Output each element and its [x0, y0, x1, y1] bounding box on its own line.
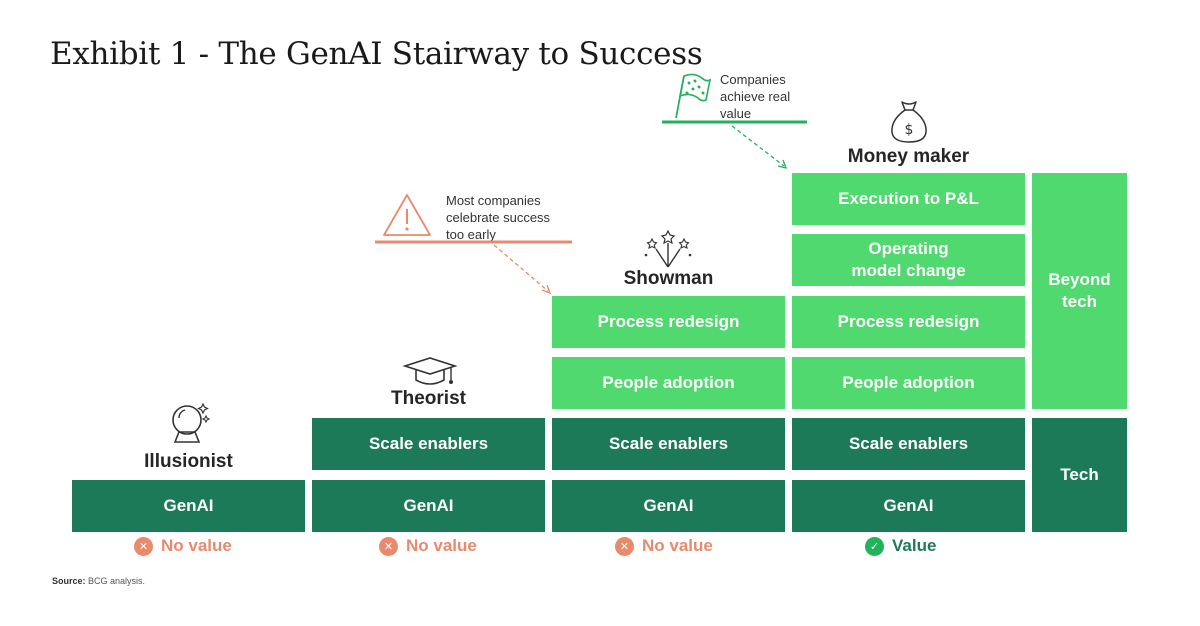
crystal-ball-icon — [172, 402, 211, 443]
status-text: Value — [892, 536, 937, 555]
block-people-adoption-4: People adoption — [792, 357, 1025, 409]
status-showman: ✕ No value — [615, 536, 713, 556]
stage-label-money-maker: Money maker — [847, 146, 970, 167]
money-bag-icon: $ — [891, 101, 927, 143]
block-people-adoption-3: People adoption — [552, 357, 785, 409]
warning-annotation-text: Most companies celebrate success too ear… — [446, 193, 551, 242]
block-scale-enablers-3: Scale enablers — [552, 418, 785, 470]
exhibit-title: Exhibit 1 - The GenAI Stairway to Succes… — [50, 36, 703, 72]
status-text: No value — [642, 536, 713, 555]
graduation-cap-icon — [402, 357, 458, 385]
block-scale-enablers-2: Scale enablers — [312, 418, 545, 470]
stage-label-showman: Showman — [623, 268, 714, 289]
block-process-redesign-3: Process redesign — [552, 296, 785, 348]
status-text: No value — [406, 536, 477, 555]
side-beyond-tech: Beyond tech — [1032, 173, 1127, 409]
fireworks-icon — [644, 229, 692, 268]
stage-label-illusionist: Illusionist — [144, 451, 233, 472]
status-text: No value — [161, 536, 232, 555]
flag-arrow — [731, 125, 788, 169]
warning-triangle-icon — [383, 194, 431, 236]
flag-annotation-text: Companies achieve real value — [720, 72, 791, 121]
block-scale-enablers-4: Scale enablers — [792, 418, 1025, 470]
checkered-flag-icon — [675, 73, 712, 119]
status-theorist: ✕ No value — [379, 536, 477, 556]
x-circle-icon: ✕ — [615, 536, 634, 556]
source-label: Source: — [52, 576, 86, 586]
block-genai-2: GenAI — [312, 480, 545, 532]
block-operating-model-4: Operating model change — [792, 234, 1025, 286]
side-tech: Tech — [1032, 418, 1127, 532]
stage-label-theorist: Theorist — [391, 388, 466, 409]
x-circle-icon: ✕ — [134, 536, 153, 556]
status-illusionist: ✕ No value — [134, 536, 232, 556]
warning-underline — [375, 240, 572, 244]
status-money-maker: ✓ Value — [865, 536, 936, 556]
svg-text:$: $ — [905, 122, 914, 138]
block-execution-4: Execution to P&L — [792, 173, 1025, 225]
source-note: Source: BCG analysis. — [52, 576, 145, 586]
flag-underline — [662, 120, 807, 124]
x-circle-icon: ✕ — [379, 536, 398, 556]
warning-arrow — [493, 244, 552, 295]
block-genai-3: GenAI — [552, 480, 785, 532]
block-genai-4: GenAI — [792, 480, 1025, 532]
block-process-redesign-4: Process redesign — [792, 296, 1025, 348]
source-text: BCG analysis. — [88, 576, 146, 586]
check-circle-icon: ✓ — [865, 536, 884, 556]
block-genai-1: GenAI — [72, 480, 305, 532]
